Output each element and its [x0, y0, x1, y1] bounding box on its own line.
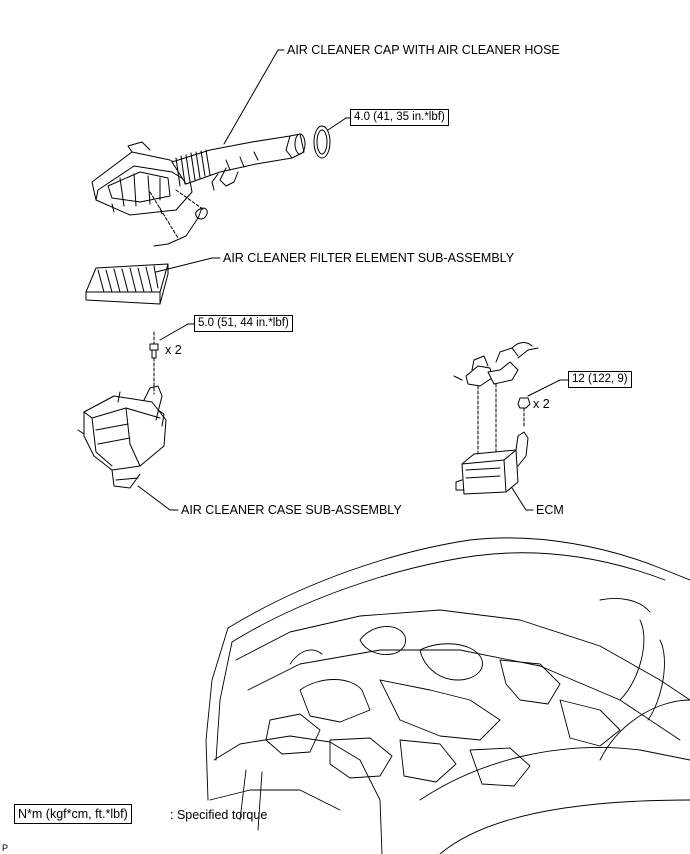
ecm-drawing — [455, 431, 529, 495]
torque-hose-clamp: 4.0 (41, 35 in.*lbf) — [350, 109, 449, 126]
legend-description: : Specified torque — [170, 808, 268, 822]
torque-ecm-nut: 12 (122, 9) — [568, 371, 632, 388]
vehicle-engine-bay-drawing — [205, 537, 690, 854]
leader-lines — [137, 49, 569, 511]
legend-unit-box: N*m (kgf*cm, ft.*lbf) — [14, 804, 132, 824]
air-cleaner-case-drawing — [77, 385, 167, 489]
air-cleaner-cap-drawing — [91, 125, 331, 247]
ecm-connectors-drawing — [453, 342, 539, 457]
ecm-nut-drawing — [517, 397, 531, 429]
qty-case-bolt: x 2 — [165, 343, 182, 357]
figure-reference: P — [2, 843, 9, 853]
label-filter-element: AIR CLEANER FILTER ELEMENT SUB-ASSEMBLY — [223, 251, 515, 265]
case-bolt-drawing — [149, 331, 159, 395]
filter-element-drawing — [85, 263, 169, 305]
label-air-cleaner-case: AIR CLEANER CASE SUB-ASSEMBLY — [181, 503, 402, 517]
torque-case-bolt: 5.0 (51, 44 in.*lbf) — [194, 315, 293, 332]
label-air-cleaner-cap: AIR CLEANER CAP WITH AIR CLEANER HOSE — [287, 43, 560, 57]
label-ecm: ECM — [536, 503, 564, 517]
qty-ecm-nut: x 2 — [533, 397, 550, 411]
